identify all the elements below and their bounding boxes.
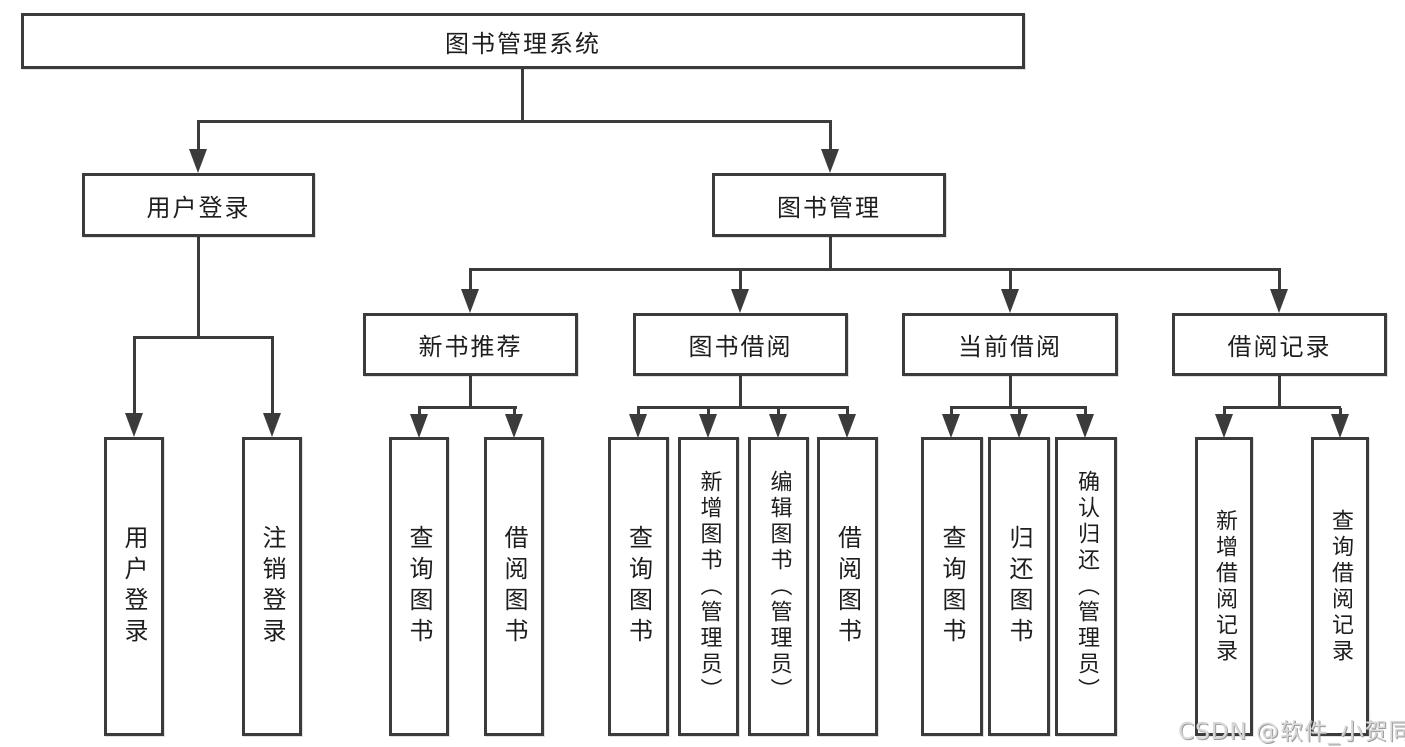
- arrow-down-icon: [461, 289, 479, 313]
- leaf-label: 新增图书（管理员）: [696, 469, 722, 704]
- arrow-down-icon: [838, 414, 856, 438]
- node-user-login: 用户登录: [82, 173, 315, 237]
- leaf-label: 查询图书: [624, 524, 653, 649]
- leaf-label: 查询借阅记录: [1328, 508, 1353, 665]
- connector-bar: [1223, 406, 1341, 409]
- connector-root-stem: [521, 69, 524, 123]
- leaf-return-book: 归还图书: [988, 437, 1050, 736]
- arrow-down-icon: [1010, 414, 1028, 438]
- arrow-down-icon: [769, 414, 787, 438]
- leaf-add-book-admin: 新增图书（管理员）: [678, 437, 739, 736]
- leaf-label: 新增借阅记录: [1212, 508, 1237, 665]
- leaf-user-login: 用户登录: [104, 437, 164, 736]
- connector-bar: [637, 406, 849, 409]
- leaf-confirm-return-admin: 确认归还（管理员）: [1055, 437, 1117, 736]
- leaf-label: 编辑图书（管理员）: [766, 469, 792, 704]
- node-label: 图书借阅: [688, 333, 793, 361]
- arrow-down-icon: [505, 414, 523, 438]
- arrow-down-icon: [1076, 414, 1094, 438]
- connector-stem: [1278, 376, 1281, 409]
- leaf-query-books-current: 查询图书: [921, 437, 983, 736]
- connector-stem: [1009, 376, 1012, 409]
- connector-root-bar: [197, 120, 832, 123]
- connector-drop: [133, 338, 136, 430]
- connector-bar: [950, 406, 1087, 409]
- arrow-down-icon: [1215, 414, 1233, 438]
- connector-bar: [418, 406, 517, 409]
- csdn-watermark: CSDN @软件_小贺同学: [1178, 719, 1405, 745]
- leaf-label: 查询图书: [405, 524, 433, 649]
- node-root: 图书管理系统: [21, 13, 1025, 69]
- connector-drop: [1009, 270, 1012, 306]
- arrow-down-icon: [1270, 289, 1288, 313]
- arrow-down-icon: [821, 149, 839, 173]
- connector-bar: [133, 336, 274, 339]
- connector-stem: [469, 376, 472, 409]
- arrow-down-icon: [410, 414, 428, 438]
- leaf-label: 借阅图书: [500, 524, 528, 649]
- node-book-management: 图书管理: [712, 173, 946, 237]
- arrow-down-icon: [263, 413, 281, 437]
- leaf-query-books-borrow: 查询图书: [608, 437, 669, 736]
- node-root-label: 图书管理系统: [445, 29, 601, 58]
- arrow-down-icon: [699, 414, 717, 438]
- node-borrow-records: 借阅记录: [1172, 313, 1387, 376]
- leaf-logout: 注销登录: [242, 437, 302, 736]
- arrow-down-icon: [189, 149, 207, 173]
- leaf-label: 查询图书: [938, 524, 966, 649]
- connector-drop: [469, 270, 472, 306]
- leaf-query-borrow-record: 查询借阅记录: [1311, 437, 1369, 736]
- connector-drop: [271, 338, 274, 430]
- leaf-label: 归还图书: [1005, 524, 1033, 649]
- leaf-label: 借阅图书: [833, 524, 862, 649]
- connector-drop: [1278, 270, 1281, 306]
- leaf-add-borrow-record: 新增借阅记录: [1195, 437, 1253, 736]
- leaf-label: 注销登录: [258, 524, 286, 649]
- node-label: 借阅记录: [1227, 333, 1332, 361]
- leaf-query-books-recommend: 查询图书: [389, 437, 449, 736]
- arrow-down-icon: [1331, 414, 1349, 438]
- node-label: 当前借阅: [958, 333, 1062, 361]
- arrow-down-icon: [629, 414, 647, 438]
- leaf-borrow-books: 借阅图书: [817, 437, 878, 736]
- connector-stem: [739, 376, 742, 409]
- arrow-down-icon: [731, 289, 749, 313]
- connector-drop: [739, 270, 742, 306]
- connector-drop: [197, 122, 200, 167]
- node-label: 图书管理: [777, 193, 881, 222]
- node-current-borrow: 当前借阅: [902, 313, 1118, 376]
- node-book-borrow: 图书借阅: [633, 313, 848, 376]
- connector-stem: [197, 237, 200, 339]
- node-label: 新书推荐: [418, 333, 523, 361]
- node-label: 用户登录: [146, 193, 251, 222]
- arrow-down-icon: [942, 414, 960, 438]
- leaf-borrow-books-recommend: 借阅图书: [484, 437, 544, 736]
- leaf-label: 确认归还（管理员）: [1074, 469, 1099, 704]
- arrow-down-icon: [125, 413, 143, 437]
- arrow-down-icon: [1001, 289, 1019, 313]
- leaf-edit-book-admin: 编辑图书（管理员）: [748, 437, 809, 736]
- connector-stem: [829, 237, 832, 271]
- connector-drop: [829, 122, 832, 167]
- node-new-book-recommend: 新书推荐: [363, 313, 578, 376]
- connector-bar: [469, 268, 1281, 271]
- leaf-label: 用户登录: [120, 524, 148, 649]
